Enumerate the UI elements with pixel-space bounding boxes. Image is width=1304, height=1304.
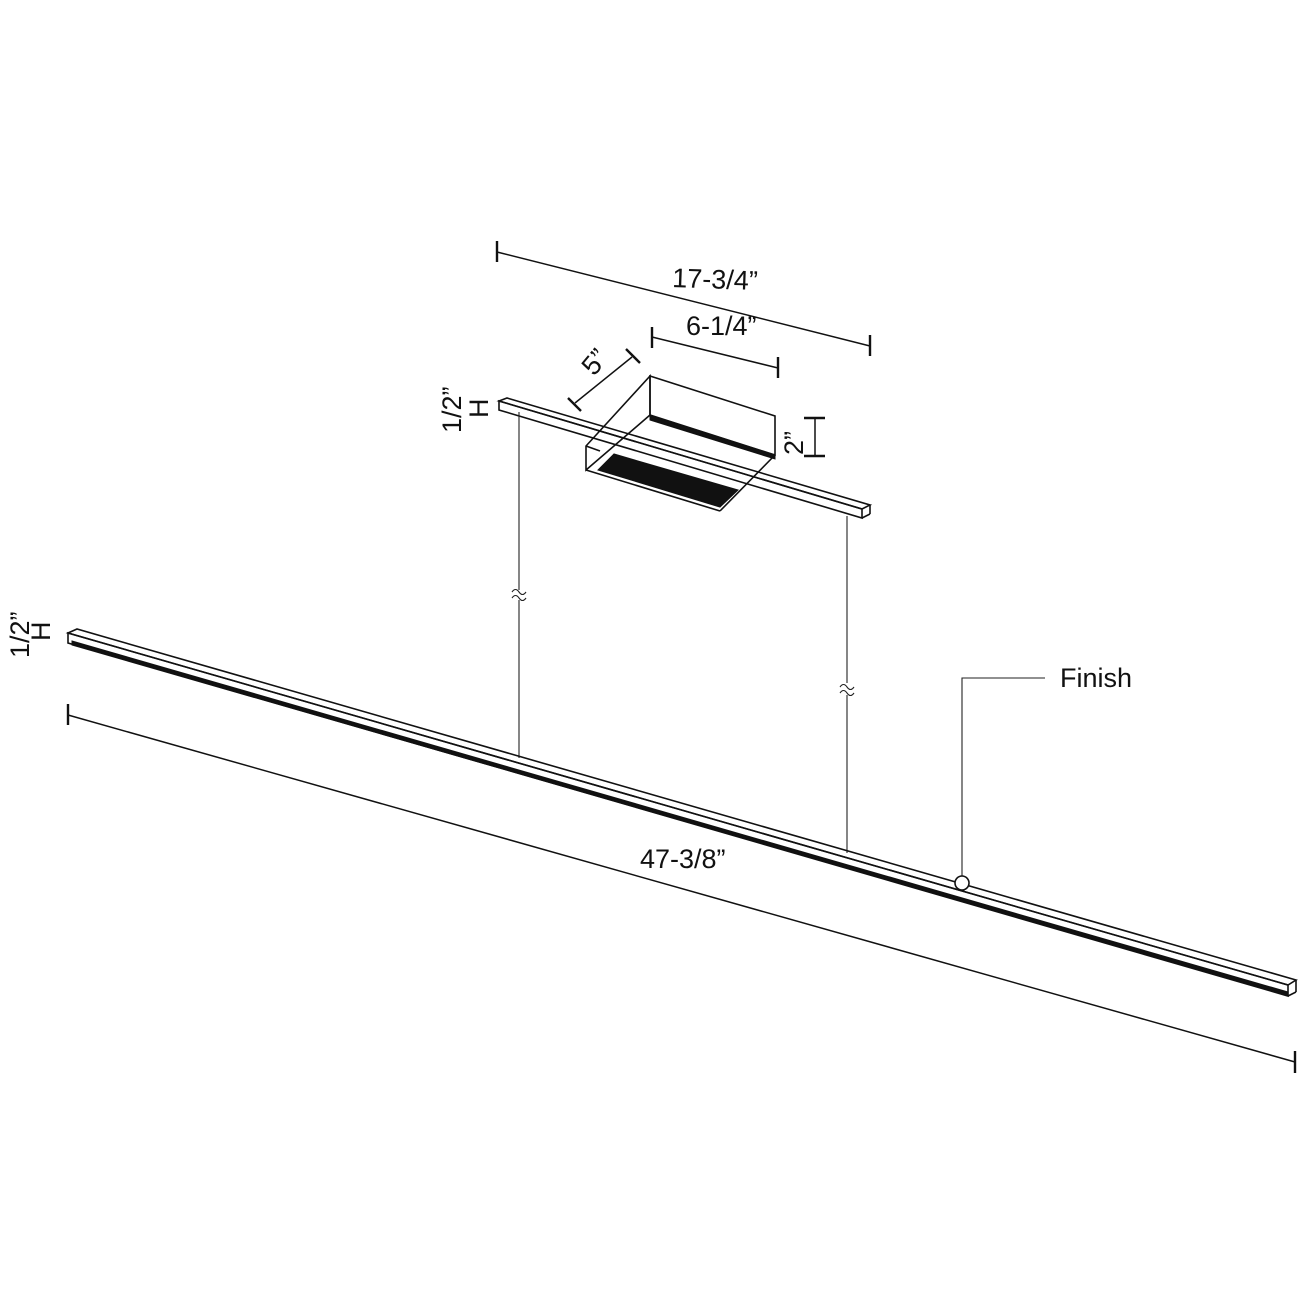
suspension-cables [511,412,855,853]
mounting-rail [496,397,873,520]
finish-callout-leader [954,677,1045,891]
label-rail-height-unit: H [464,399,494,419]
dimension-line-rail-length [495,241,872,356]
label-rail-height-value: 1/2” [437,386,467,433]
label-overall-length: 47-3/8” [640,844,726,874]
label-canopy-width: 6-1/4” [686,311,757,341]
canopy-box [585,373,776,512]
label-canopy-height: 2” [779,431,809,455]
dimension-line-overall-length [66,704,1297,1073]
label-finish: Finish [1060,663,1132,693]
finish-callout-marker [954,875,970,891]
light-bar [65,628,1298,998]
dimension-line-canopy-height [804,416,825,458]
label-bar-height-unit: H [26,622,56,642]
label-bar-height-value: 1/2” [5,611,35,658]
label-rail-length: 17-3/4” [672,263,759,296]
dimension-line-canopy-width [650,327,780,378]
dimension-line-canopy-depth [567,348,641,412]
